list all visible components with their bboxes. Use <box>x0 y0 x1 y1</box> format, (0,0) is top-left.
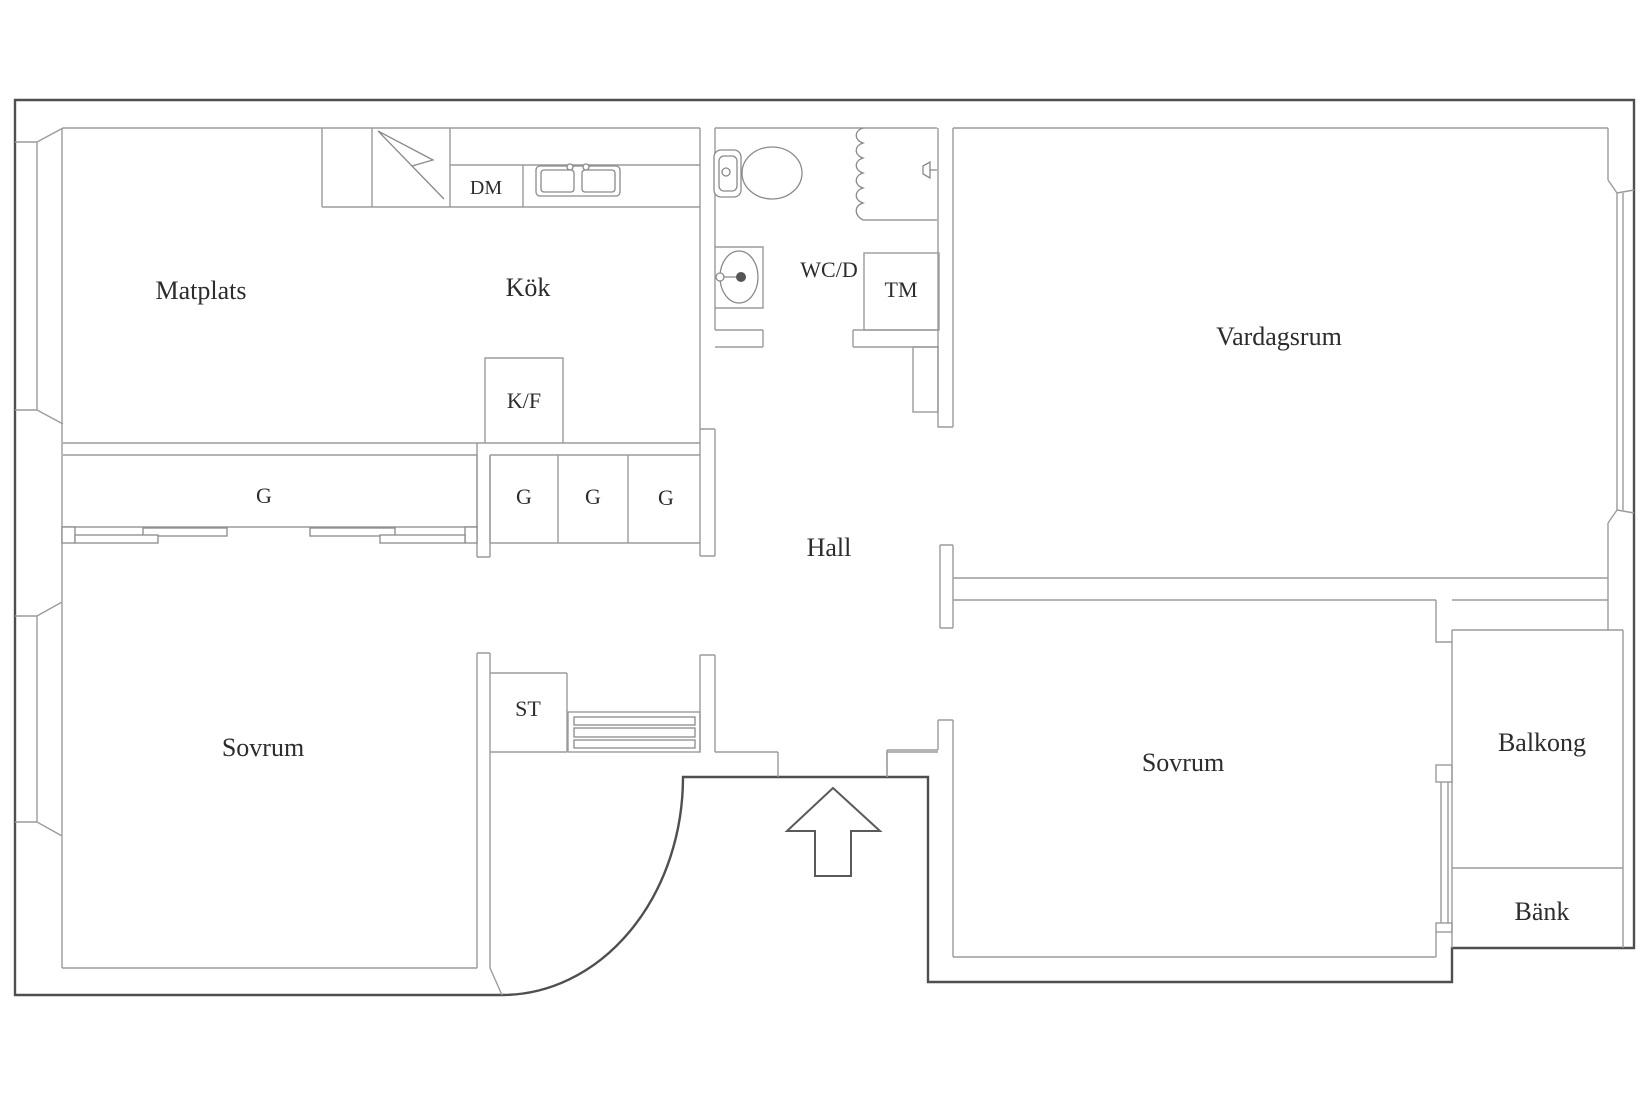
shower-head-icon <box>922 160 931 180</box>
st-box <box>490 672 568 753</box>
room-label-hall: Hall <box>807 533 852 562</box>
balcony-outline <box>1451 629 1624 948</box>
fixture-label-g2: G <box>585 484 601 509</box>
shower-curtain-icon <box>855 127 866 221</box>
shoe-rack <box>567 711 701 753</box>
fixture-label-bank: Bänk <box>1515 897 1570 926</box>
fixture-label-g-large: G <box>256 483 272 508</box>
interior-walls-top <box>61 127 1608 968</box>
wall-vardagsrum-left <box>937 128 954 428</box>
wall-hall-stub <box>939 544 954 629</box>
outer-wall-outline <box>13 98 1636 997</box>
kitchen-sink-icon <box>535 163 621 197</box>
wardrobe-row <box>489 455 700 544</box>
wall-kitchen-bottom <box>63 442 700 456</box>
balcony-door-window <box>1435 600 1453 957</box>
toilet-icon <box>713 146 803 200</box>
wall-pillar-hall <box>912 346 939 413</box>
fixture-label-st: ST <box>515 696 541 721</box>
fixture-label-tm: TM <box>885 277 918 302</box>
window-sovrum-left <box>15 601 63 837</box>
stove-icon <box>377 130 445 200</box>
room-label-vardagsrum: Vardagsrum <box>1216 322 1342 351</box>
room-label-balkong: Balkong <box>1498 728 1586 757</box>
fixture-label-g1: G <box>516 484 532 509</box>
room-label-sovrum-right: Sovrum <box>1142 748 1224 777</box>
wall-sovrum-left-right <box>62 652 503 996</box>
kf-box <box>484 357 564 443</box>
bathroom-sink-icon <box>715 246 764 309</box>
fixture-label-dm: DM <box>470 177 502 199</box>
room-label-sovrum-left: Sovrum <box>222 733 304 762</box>
fixture-label-g3: G <box>658 485 674 510</box>
shower-area <box>855 127 937 221</box>
wall-bathroom-bottom <box>715 329 939 348</box>
entrance-arrow-icon <box>784 786 883 877</box>
room-label-matplats: Matplats <box>156 276 247 305</box>
window-vardagsrum <box>1607 128 1635 630</box>
wall-vardagsrum-sovrum <box>953 577 1608 601</box>
wall-kitchen-bathroom <box>699 128 716 557</box>
window-matplats <box>15 127 64 425</box>
fixture-label-kf: K/F <box>507 388 541 413</box>
room-label-kok: Kök <box>506 273 551 302</box>
wall-entry <box>699 654 938 777</box>
wardrobe-large <box>61 455 478 544</box>
kitchen-counter <box>321 128 700 208</box>
wall-pillar-left <box>476 443 491 558</box>
room-label-wcd: WC/D <box>800 257 857 282</box>
tm-box <box>863 252 940 331</box>
